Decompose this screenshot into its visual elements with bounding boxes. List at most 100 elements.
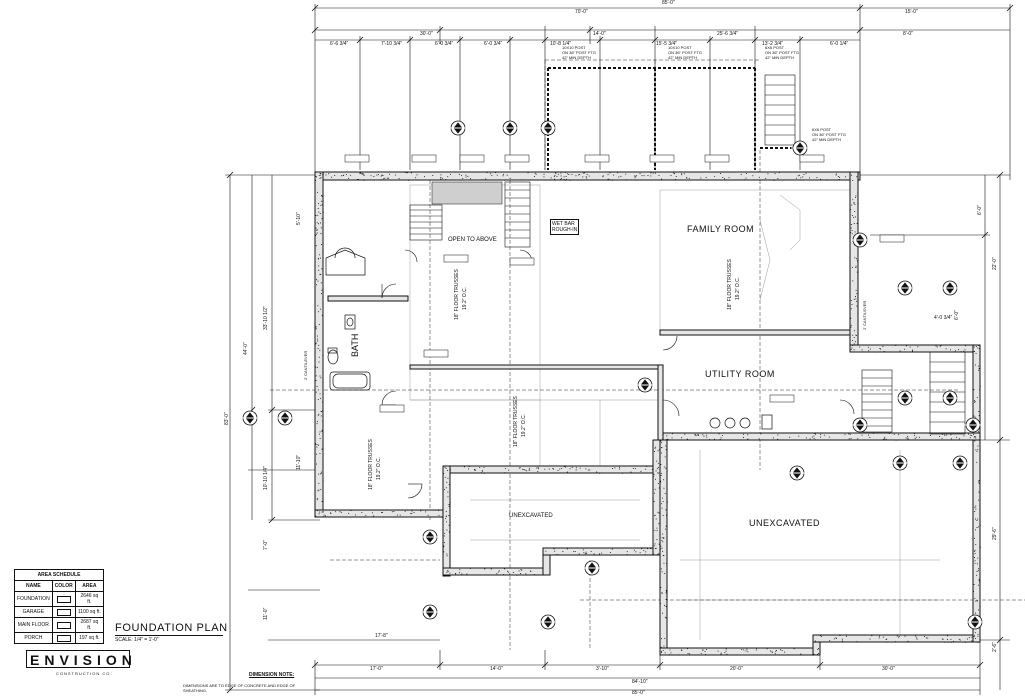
concrete-speck <box>947 635 948 637</box>
concrete-speck <box>782 179 784 181</box>
concrete-speck <box>762 439 764 441</box>
concrete-speck <box>855 341 856 343</box>
concrete-speck <box>855 195 857 197</box>
concrete-speck <box>626 554 628 555</box>
row-area: 2646 sq ft. <box>74 591 105 607</box>
concrete-speck <box>800 177 802 179</box>
concrete-speck <box>871 635 873 637</box>
concrete-speck <box>704 651 706 652</box>
concrete-speck <box>681 174 683 176</box>
concrete-speck <box>662 533 664 535</box>
concrete-speck <box>315 328 317 330</box>
concrete-speck <box>560 172 562 174</box>
concrete-speck <box>660 472 662 474</box>
concrete-speck <box>526 470 528 472</box>
concrete-speck <box>850 227 852 229</box>
concrete-speck <box>852 199 854 201</box>
concrete-speck <box>666 590 667 592</box>
concrete-speck <box>661 547 663 549</box>
concrete-speck <box>461 573 463 575</box>
concrete-speck <box>912 349 913 351</box>
concrete-speck <box>665 592 667 594</box>
row-name: PORCH <box>14 632 53 644</box>
concrete-speck <box>665 599 667 600</box>
concrete-speck <box>554 178 556 180</box>
concrete-speck <box>658 487 660 489</box>
concrete-speck <box>852 340 854 341</box>
concrete-speck <box>909 351 911 353</box>
concrete-speck <box>861 434 863 436</box>
callout-box <box>459 154 485 163</box>
concrete-speck <box>622 472 623 474</box>
concrete-speck <box>975 518 976 520</box>
concrete-speck <box>978 365 980 367</box>
concrete-speck <box>325 515 326 517</box>
concrete-speck <box>316 176 317 178</box>
concrete-speck <box>590 551 592 552</box>
concrete-speck <box>805 437 807 439</box>
concrete-speck <box>856 223 858 224</box>
concrete-speck <box>335 511 337 513</box>
floor-trusses-note-d: 18" FLOOR TRUSSES <box>368 439 374 490</box>
concrete-speck <box>662 612 664 614</box>
concrete-speck <box>583 552 585 554</box>
concrete-speck <box>963 350 965 352</box>
concrete-speck <box>773 180 775 181</box>
dim-bot-1: 17'-0" <box>370 666 383 672</box>
concrete-speck <box>316 499 318 501</box>
concrete-speck <box>360 172 362 174</box>
concrete-speck <box>724 439 726 441</box>
concrete-speck <box>499 179 500 181</box>
concrete-speck <box>978 368 980 369</box>
concrete-speck <box>568 174 570 175</box>
concrete-speck <box>666 562 667 564</box>
concrete-speck <box>869 437 871 438</box>
concrete-speck <box>655 547 657 549</box>
concrete-speck <box>582 176 584 178</box>
concrete-speck <box>720 173 721 174</box>
concrete-speck <box>322 174 324 175</box>
concrete-speck <box>907 435 908 437</box>
concrete-speck <box>596 471 598 473</box>
concrete-speck <box>927 637 929 639</box>
concrete-speck <box>661 592 663 594</box>
concrete-speck <box>373 515 375 517</box>
concrete-speck <box>321 244 322 245</box>
concrete-speck <box>498 570 500 572</box>
concrete-speck <box>978 579 980 581</box>
concrete-speck <box>660 452 662 454</box>
concrete-speck <box>512 572 514 573</box>
concrete-speck <box>880 351 882 353</box>
concrete-speck <box>319 173 321 175</box>
concrete-speck <box>852 180 854 181</box>
callout-box <box>344 154 370 163</box>
concrete-speck <box>974 562 976 564</box>
concrete-speck <box>363 179 365 181</box>
concrete-speck <box>318 344 320 346</box>
concrete-speck <box>662 555 664 557</box>
concrete-speck <box>947 639 948 640</box>
concrete-speck <box>977 449 979 451</box>
concrete-speck <box>340 511 342 513</box>
col-header-color: COLOR <box>51 580 76 592</box>
concrete-speck <box>316 421 318 423</box>
concrete-speck <box>660 481 662 483</box>
dim-top-e: 8'-0" <box>903 31 913 37</box>
concrete-speck <box>322 480 324 482</box>
concrete-speck <box>524 469 526 471</box>
concrete-speck <box>663 538 665 539</box>
concrete-speck <box>393 511 395 512</box>
trusses-spacing-note: 19.2" O.C. <box>735 276 741 300</box>
concrete-speck <box>474 470 476 471</box>
concrete-speck <box>819 641 820 643</box>
concrete-speck <box>950 641 952 643</box>
concrete-speck <box>942 638 944 640</box>
concrete-speck <box>787 654 789 656</box>
concrete-speck <box>855 196 856 198</box>
concrete-speck <box>725 648 727 650</box>
concrete-speck <box>973 591 974 592</box>
concrete-speck <box>578 174 580 176</box>
concrete-speck <box>976 527 978 528</box>
concrete-speck <box>689 653 691 655</box>
